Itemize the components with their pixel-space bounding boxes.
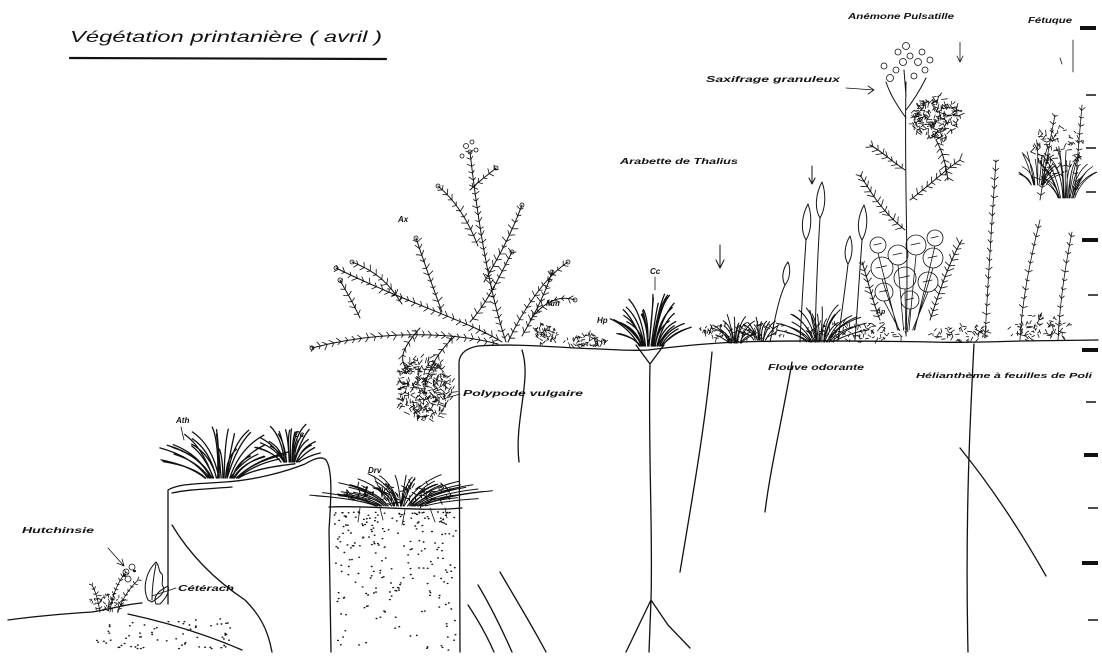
fetuque-grass-blades <box>1019 125 1097 198</box>
plant-ceterach-fern <box>145 562 176 604</box>
title-block: Végétation printanière ( avril ) <box>70 29 386 59</box>
ground-surface <box>459 340 1098 652</box>
plant-hp-leaves <box>563 331 607 349</box>
anemone-leader-arrow <box>957 42 963 62</box>
label-drv: Drv <box>368 466 382 475</box>
anemone-feathery-head <box>909 93 964 144</box>
ax-stem <box>425 336 455 385</box>
plant-anemone-pulsatille <box>856 42 964 320</box>
label-cc-center: Cc <box>650 267 661 276</box>
rock-block-left <box>168 458 331 652</box>
ax-stem <box>336 268 502 342</box>
fetuque-leader-line <box>1060 40 1073 72</box>
label-fetuque: Fétuque <box>1028 16 1073 25</box>
crack-central-main <box>626 345 690 652</box>
label-ceterach: Cétérach <box>178 584 234 593</box>
plant-drv-shrub <box>310 474 493 508</box>
drv-roots <box>358 508 447 525</box>
fetuque-stems <box>1040 105 1082 200</box>
cc-center-grass-blades <box>610 294 691 346</box>
label-polypode-vulgaire: Polypode vulgaire <box>463 389 584 398</box>
page-title: Végétation printanière ( avril ) <box>70 29 382 46</box>
ax-stem <box>340 280 360 318</box>
plant-saxifrage-granuleux <box>846 43 943 337</box>
plant-fetuque <box>1019 40 1097 200</box>
ath-grass-blades <box>160 427 295 478</box>
ax-leaflets <box>310 150 573 383</box>
plant-mm-moss <box>533 323 558 346</box>
label-ap: Ap <box>875 309 886 316</box>
ath-leader-line <box>181 427 184 440</box>
plant-flouve-odorante <box>711 166 869 343</box>
anemone-leaflets <box>856 141 964 317</box>
ax-stem <box>470 152 506 342</box>
rock-block-left-top-edge <box>172 487 232 493</box>
saxifrage-flower-cluster <box>881 43 933 82</box>
crack-central-left <box>518 350 525 462</box>
crack-right-3 <box>960 448 1046 576</box>
saxifrage-leader-arrow <box>846 86 874 94</box>
plant-ath-tuft <box>160 427 295 478</box>
hutchinsie-leader-arrow <box>108 548 124 566</box>
label-mm: Mm <box>546 299 560 308</box>
sand-stipple <box>334 512 456 650</box>
ax-stem <box>438 186 478 246</box>
label-ath: Ath <box>175 416 189 425</box>
label-flouve-odorante: Flouve odorante <box>768 363 865 372</box>
rock-terrain <box>8 340 1098 652</box>
scale-ruler <box>1080 28 1098 620</box>
label-saxifrage-granuleux: Saxifrage granuleux <box>706 75 841 84</box>
hutchinsie-stem <box>118 580 138 612</box>
label-arabette-de-thalius: Arabette de Thalius <box>618 157 738 166</box>
plant-arabette-de-thalius <box>982 160 1074 340</box>
plant-hutchinsie <box>89 548 141 613</box>
label-anemone-pulsatille: Anémone Pulsatille <box>847 12 955 21</box>
anemone-stem <box>930 240 962 320</box>
label-ax: Ax <box>397 215 409 224</box>
arabette-stem <box>1020 220 1040 340</box>
plant-cc-center-tuft <box>610 277 691 346</box>
title-underline <box>70 58 386 59</box>
ax-stems <box>312 152 575 385</box>
plant-ax <box>310 140 577 387</box>
crack-right-1 <box>680 352 712 572</box>
ax-stem <box>352 262 402 304</box>
flouve-leaf-blades <box>711 305 869 343</box>
rock-block-right-edge <box>967 344 974 652</box>
label-hp: Hp <box>597 316 608 325</box>
slope-stipple <box>97 619 231 649</box>
drv-leaves <box>310 474 493 508</box>
label-helianthemum: Hélianthème à feuilles de Poli <box>916 373 1094 380</box>
flouve-spike-heads <box>783 182 867 285</box>
cracks-bottom-center <box>468 572 546 652</box>
ax-flower-buds <box>310 140 577 387</box>
arabette-stems <box>985 160 1072 340</box>
arabette-stem <box>985 160 996 338</box>
flouve-arrow-marks <box>716 166 815 268</box>
sand-block-top <box>329 507 462 510</box>
label-cc-left: Cc <box>294 430 305 439</box>
crack-right-2 <box>765 362 792 512</box>
label-hutchinsie: Hutchinsie <box>22 526 95 535</box>
ceterach-fronds <box>145 562 168 604</box>
